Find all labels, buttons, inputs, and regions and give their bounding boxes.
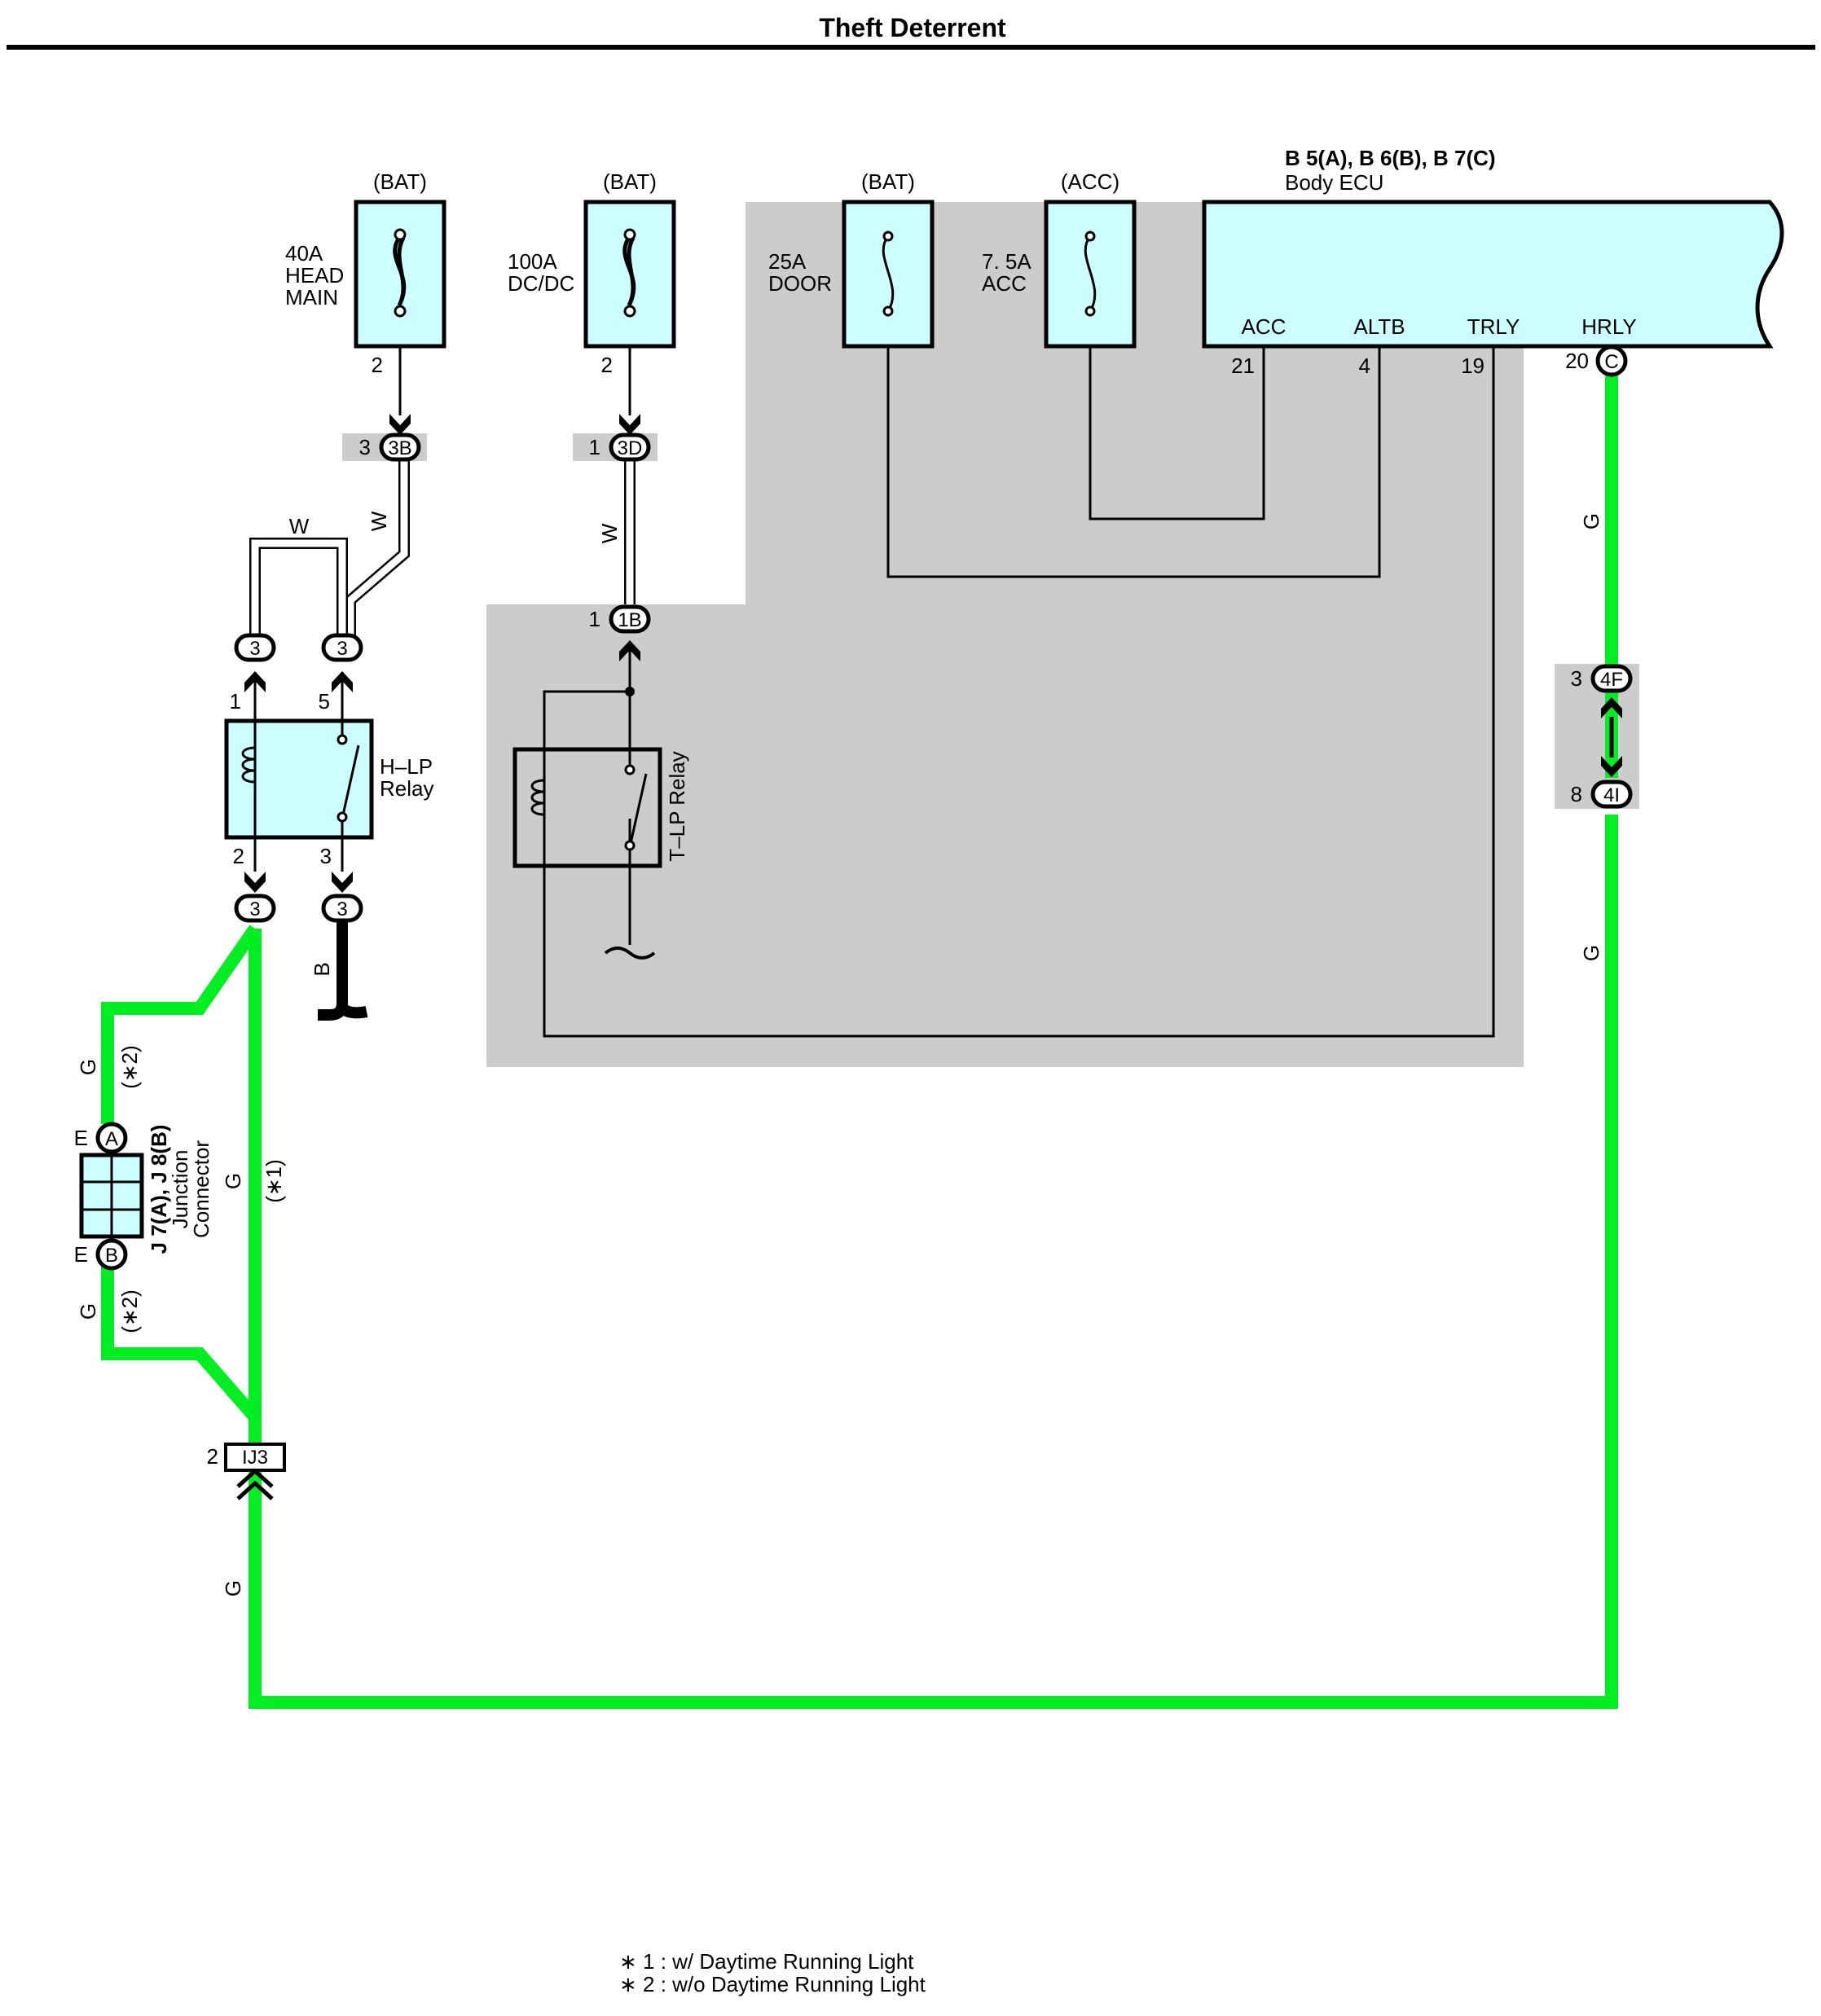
body-ecu: B 5(A), B 6(B), B 7(C) Body ECU ACC ALTB…	[1202, 146, 1784, 378]
white-wire-relay-bridge	[249, 538, 348, 643]
fuse-dcdc: (BAT) 100A DC/DC 2	[508, 169, 676, 377]
svg-text:5: 5	[319, 689, 330, 714]
svg-text:3: 3	[249, 898, 260, 920]
svg-text:(ACC): (ACC)	[1061, 169, 1119, 194]
svg-text:Junction: Junction	[168, 1150, 192, 1229]
black-wire-ground	[318, 922, 368, 1021]
svg-text:3: 3	[359, 435, 371, 459]
svg-text:Relay: Relay	[380, 776, 433, 801]
wire-color-label: G	[221, 1173, 245, 1189]
svg-text:19: 19	[1461, 354, 1485, 378]
svg-text:ACC: ACC	[982, 271, 1027, 296]
wire-color-label: W	[367, 511, 391, 531]
wire-color-label: G	[76, 1303, 100, 1320]
svg-text:H–LP: H–LP	[380, 754, 433, 779]
hlp-relay: 3 3 1 5 H–LP Relay 2 3 3 3	[224, 633, 433, 923]
svg-text:MAIN: MAIN	[285, 285, 338, 310]
svg-text:4I: 4I	[1603, 784, 1620, 806]
svg-text:3: 3	[336, 638, 347, 660]
svg-text:25A: 25A	[768, 249, 807, 274]
white-wire-3b-outer	[345, 461, 410, 643]
svg-text:3: 3	[336, 898, 347, 920]
svg-text:Connector: Connector	[189, 1140, 213, 1238]
svg-text:3: 3	[249, 638, 260, 660]
footnote-2: ∗ 2 : w/o Daytime Running Light	[619, 1972, 926, 1996]
connector-3d: 3D 1	[589, 414, 651, 462]
connector-ij3: IJ3 2	[207, 1443, 286, 1500]
svg-text:HRLY: HRLY	[1581, 314, 1636, 339]
wire-color-label: G	[1579, 945, 1603, 961]
svg-text:(BAT): (BAT)	[861, 169, 915, 194]
svg-text:(BAT): (BAT)	[603, 169, 657, 194]
svg-text:B: B	[105, 1245, 118, 1267]
svg-text:C: C	[1604, 351, 1618, 373]
note-star2: (∗2)	[117, 1045, 142, 1089]
svg-text:1: 1	[589, 607, 600, 631]
svg-text:20: 20	[1565, 349, 1589, 373]
svg-text:3: 3	[1571, 666, 1582, 691]
svg-text:8: 8	[1571, 782, 1582, 806]
svg-text:E: E	[74, 1126, 88, 1150]
svg-text:3B: 3B	[388, 437, 411, 459]
svg-text:4: 4	[1359, 354, 1370, 378]
svg-text:40A: 40A	[285, 241, 323, 266]
fuse-acc: (ACC) 7. 5A ACC	[982, 169, 1137, 349]
wire-color-label: W	[289, 514, 310, 538]
connector-1b: 1B 1	[589, 604, 651, 661]
svg-text:1: 1	[589, 435, 600, 459]
svg-text:Body ECU: Body ECU	[1285, 170, 1383, 195]
green-wire-star2-lower	[101, 1267, 261, 1422]
connector-3b: 3B 3	[359, 414, 421, 462]
svg-text:J 7(A), J 8(B): J 7(A), J 8(B)	[147, 1125, 171, 1254]
note-star2: (∗2)	[117, 1289, 142, 1333]
svg-text:4F: 4F	[1600, 669, 1623, 691]
svg-text:HEAD: HEAD	[285, 263, 344, 288]
wire-color-label: G	[221, 1580, 245, 1597]
fuse-door: (BAT) 25A DOOR	[768, 169, 935, 349]
svg-text:E: E	[74, 1242, 88, 1267]
svg-text:2: 2	[601, 353, 613, 377]
svg-text:B 5(A), B 6(B), B 7(C): B 5(A), B 6(B), B 7(C)	[1285, 146, 1496, 170]
svg-text:3D: 3D	[618, 437, 643, 459]
svg-text:2: 2	[207, 1444, 218, 1469]
svg-text:DC/DC: DC/DC	[508, 271, 574, 296]
footnote-1: ∗ 1 : w/ Daytime Running Light	[619, 1949, 914, 1974]
wire-color-label: G	[1579, 513, 1603, 529]
svg-text:7. 5A: 7. 5A	[982, 249, 1031, 274]
svg-text:21: 21	[1231, 354, 1255, 378]
svg-text:3: 3	[320, 844, 332, 868]
green-wire-star2-upper	[101, 925, 261, 1124]
svg-text:2: 2	[233, 844, 244, 868]
junction-connector: A E B E J 7(A), J 8(B) Junction Connecto…	[74, 1122, 213, 1271]
page-title: Theft Deterrent	[819, 13, 1006, 42]
wire-color-label: G	[76, 1059, 100, 1075]
svg-text:ACC: ACC	[1242, 314, 1287, 339]
fuse-head-main: (BAT) 40A HEAD MAIN 2	[285, 169, 446, 377]
wire-color-label: B	[310, 962, 334, 976]
svg-text:ALTB: ALTB	[1353, 314, 1405, 339]
svg-text:1B: 1B	[618, 609, 641, 631]
svg-text:A: A	[105, 1128, 118, 1150]
green-wires	[101, 371, 1618, 1709]
connector-4f-4i: 4F 3 4I 8	[1571, 664, 1633, 809]
svg-text:TRLY: TRLY	[1467, 314, 1520, 339]
tlp-relay: T–LP Relay	[512, 687, 689, 960]
svg-text:IJ3: IJ3	[242, 1447, 268, 1469]
svg-text:(BAT): (BAT)	[373, 169, 427, 194]
svg-text:100A: 100A	[508, 249, 557, 274]
svg-text:2: 2	[372, 353, 383, 377]
svg-text:T–LP Relay: T–LP Relay	[665, 751, 689, 861]
wire-color-label: W	[597, 523, 622, 543]
white-wires	[249, 461, 636, 643]
note-star1: (∗1)	[262, 1159, 286, 1203]
svg-text:1: 1	[230, 689, 241, 714]
svg-text:DOOR: DOOR	[768, 271, 832, 296]
